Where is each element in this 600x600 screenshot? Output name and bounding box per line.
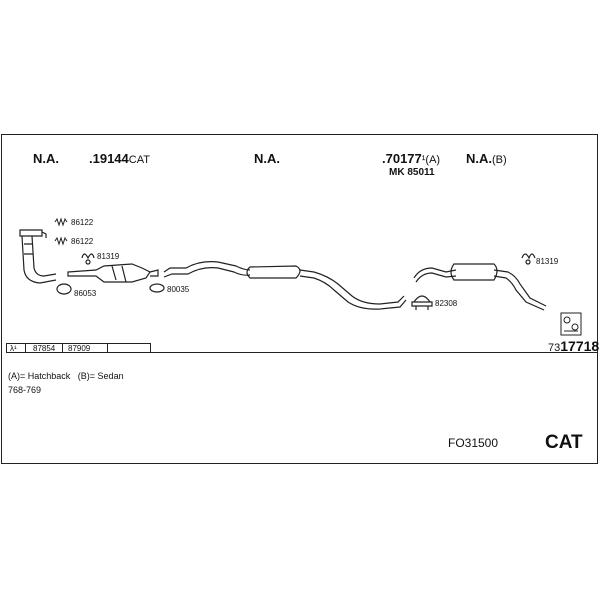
part-82308[interactable]: 82308 [435, 299, 458, 308]
lambda-row-line [150, 352, 598, 353]
rubber-hanger-icon-left [81, 253, 95, 265]
middle-pipe-drawing [163, 261, 407, 310]
system-type-label: CAT [545, 432, 583, 453]
gasket-ring-icon [56, 283, 72, 295]
catalytic-converter-drawing [67, 263, 159, 283]
rear-muffler-drawing [413, 263, 547, 311]
rear-part-prefix: 73 [548, 342, 561, 354]
header-rear-muffler[interactable]: .70177¹(A) [382, 152, 440, 166]
rubber-hanger-icon-right [521, 253, 536, 265]
diagram-frame [1, 134, 598, 464]
mounting-kit-icon [560, 312, 582, 336]
header-na-1: N.A. [33, 151, 59, 166]
legend-variants: (A)= Hatchback (B)= Sedan [8, 372, 124, 381]
part-81319-b[interactable]: 81319 [536, 257, 559, 266]
spring-bolt-icons [54, 217, 68, 246]
rear-part-number[interactable]: 7317718 [548, 339, 599, 354]
lambda-sensor-row: λ¹ 87854 87909 [6, 343, 151, 353]
header-na-3: N.A.(B) [466, 152, 507, 166]
legend-hatchback: (A)= Hatchback [8, 371, 71, 381]
flange-gasket-icon [149, 283, 165, 293]
header-na-2: N.A. [254, 151, 280, 166]
cat-part-number: .19144 [89, 151, 129, 166]
clamp-icon [411, 295, 433, 310]
lambda-part-87854[interactable]: 87854 [33, 344, 56, 353]
na3-label: N.A. [466, 151, 492, 166]
lambda-divider-3 [107, 343, 108, 353]
cat-suffix: CAT [128, 154, 150, 166]
muffler-note: ¹(A) [421, 154, 441, 166]
muffler-part-number: .70177 [382, 151, 422, 166]
lambda-divider-1 [25, 343, 26, 353]
legend-sedan: (B)= Sedan [77, 371, 124, 381]
part-81319-a[interactable]: 81319 [97, 252, 120, 261]
lambda-symbol: λ¹ [10, 344, 17, 353]
part-80035[interactable]: 80035 [167, 285, 190, 294]
mounting-kit-label[interactable]: MK 85011 [389, 167, 435, 178]
part-86122-b[interactable]: 86122 [71, 237, 94, 246]
legend-range: 768-769 [8, 385, 42, 395]
rear-part-main: 17718 [560, 338, 600, 354]
front-pipe-drawing [19, 229, 57, 284]
part-86053[interactable]: 86053 [74, 289, 97, 298]
diagram-code: FO31500 [448, 436, 499, 450]
lambda-part-87909[interactable]: 87909 [68, 344, 91, 353]
part-86122-a[interactable]: 86122 [71, 218, 94, 227]
header-catalytic-converter[interactable]: .19144CAT [89, 152, 150, 166]
lambda-divider-2 [62, 343, 63, 353]
na3-note: (B) [492, 154, 507, 166]
